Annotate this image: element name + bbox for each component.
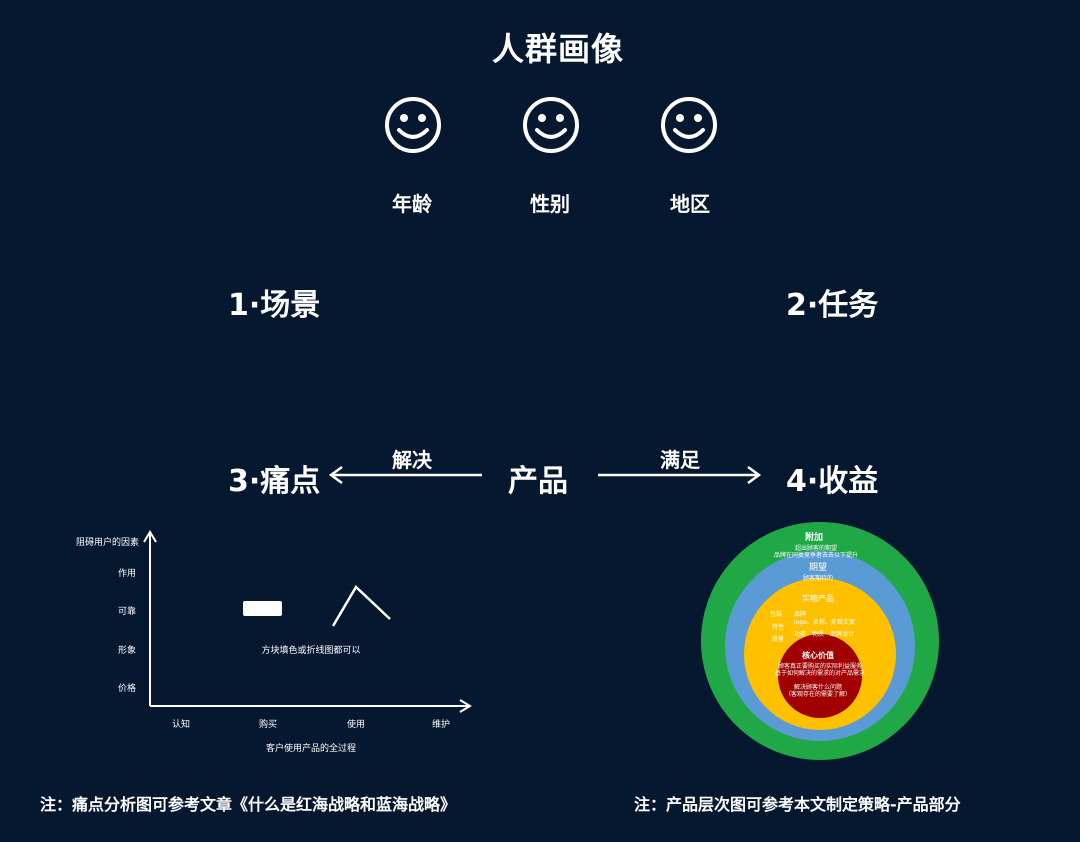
smiley-icon — [523, 97, 579, 153]
pain-chart-x-label: 使用 — [346, 720, 366, 730]
layer-outer-title: 附加 — [804, 533, 824, 543]
note-left: 注：痛点分析图可参考文章《什么是红海战略和蓝海战略》 — [40, 795, 457, 814]
satisfy-arrow — [598, 465, 762, 485]
pain-chart-y-label: 可靠 — [118, 607, 137, 617]
pain-chart-y-title: 阻碍用户的因素 — [76, 538, 140, 548]
pain-chart-y-label: 形象 — [118, 646, 137, 656]
layer-core-text: 基于如何解决的需求的对产品需求 — [774, 670, 866, 677]
layer-outer-text: 超出顾客的期望 — [794, 545, 838, 552]
product-layers-diagram — [701, 522, 939, 760]
pain-chart-x-label: 维护 — [431, 720, 451, 730]
layer-actual-title: 实物产品 — [802, 594, 834, 603]
note-right: 注：产品层次图可参考本文制定策略-产品部分 — [634, 795, 961, 814]
layer-expect-text: 顾客期待的 — [802, 575, 834, 582]
layer-actual-item: 品牌 — [794, 611, 807, 618]
persona-title: 人群画像 — [491, 30, 625, 68]
smiley-icon — [661, 97, 717, 153]
layer-outer-text: 品牌在同类竞争者去去以下提升 — [773, 552, 859, 559]
layer-actual-item: 特性 — [772, 624, 785, 631]
pain-chart-line-sample — [331, 585, 391, 627]
pain-chart-x-title: 客户使用产品的全过程 — [265, 744, 357, 754]
layer-expect-title: 期望 — [808, 563, 828, 573]
layer-core-title: 核心价值 — [802, 651, 834, 660]
task-label: 2·任务 — [786, 288, 879, 323]
layer-actual-item: 功能 物质 品牌设计 — [794, 631, 855, 638]
solve-arrow — [328, 465, 482, 485]
persona-age-label: 年龄 — [392, 192, 432, 216]
benefit-label: 4·收益 — [786, 464, 879, 499]
pain-chart-hint: 方块填色或折线图都可以 — [261, 646, 361, 656]
pain-chart-axes — [143, 530, 472, 713]
layer-actual-item: logo、名称、外观文案 — [794, 619, 855, 626]
persona-region-label: 地区 — [670, 192, 710, 216]
pain-chart-x-label: 购买 — [258, 720, 278, 730]
layer-core-text: 顾客真正要购买的实际利益服务 — [777, 663, 863, 670]
pain-chart-y-label: 价格 — [118, 684, 137, 694]
product-label: 产品 — [508, 464, 568, 499]
layer-core-sub: 解决顾客什么问题 — [793, 684, 843, 691]
satisfy-arrow-label: 满足 — [660, 448, 700, 472]
pain-chart-y-label: 作用 — [118, 569, 137, 579]
layer-core-sub: （客观存在的需要了解） — [784, 691, 852, 698]
pain-chart-x-label: 认知 — [171, 720, 191, 730]
layer-actual-item: 质量 — [772, 636, 785, 643]
pain-label: 3·痛点 — [228, 464, 321, 499]
layer-actual-item: 包装 — [770, 611, 783, 618]
solve-arrow-label: 解决 — [392, 448, 432, 472]
scene-label: 1·场景 — [228, 288, 321, 323]
persona-gender-label: 性别 — [530, 192, 570, 216]
pain-chart-block-sample — [243, 601, 282, 616]
smiley-icon — [385, 97, 441, 153]
